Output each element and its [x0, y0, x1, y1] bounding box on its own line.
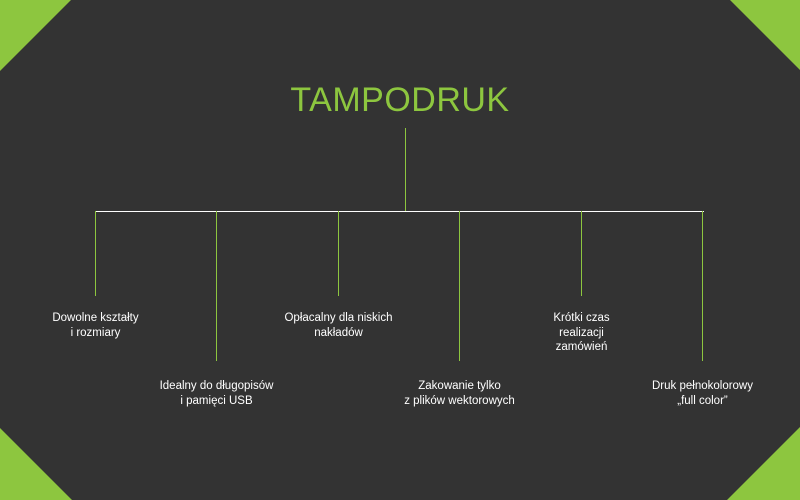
branch-label-line: Opłacalny dla niskich	[284, 312, 393, 324]
branch-label-line: Zakowanie tylko	[418, 380, 501, 392]
root-connector	[405, 128, 406, 211]
branch-label: Krótki czas realizacji zamówień	[492, 311, 672, 355]
branch-label: Zakowanie tylko z plików wektorowych	[370, 379, 550, 408]
corner-triangle-bottom-left	[0, 428, 72, 500]
branch-label-line: Idealny do długopisów	[159, 380, 274, 392]
branch-label-line: nakładów	[314, 326, 363, 339]
corner-triangle-top-left	[0, 0, 71, 71]
branch-label-line: Druk pełnokolorowy	[652, 380, 753, 392]
branch-connector	[95, 211, 96, 296]
branch-connector	[459, 211, 460, 361]
branch-label-line: i pamięci USB	[180, 394, 253, 407]
branch-label-line: Dowolne kształty	[52, 312, 139, 324]
diagram-title: TAMPODRUK	[290, 81, 510, 119]
corner-triangle-top-right	[730, 0, 800, 70]
branch-label: Idealny do długopisów i pamięci USB	[127, 379, 307, 408]
branch-label-line: „full color”	[677, 394, 728, 407]
branch-label-line: i rozmiary	[70, 326, 121, 339]
corner-triangle-bottom-right	[727, 427, 800, 500]
branch-connector	[338, 211, 339, 296]
branch-label: Dowolne kształty i rozmiary	[6, 311, 186, 340]
branch-connector	[216, 211, 217, 361]
branch-label: Druk pełnokolorowy „full color”	[613, 379, 793, 408]
branch-label-line: Krótki czas	[553, 312, 610, 324]
horizontal-connector	[95, 211, 704, 212]
branch-connector	[702, 211, 703, 361]
branch-label-line: zamówień	[555, 341, 608, 353]
branch-label-line: z plików wektorowych	[404, 394, 515, 407]
branch-label: Opłacalny dla niskich nakładów	[249, 311, 429, 340]
branch-label-line: realizacji	[559, 326, 604, 339]
branch-connector	[581, 211, 582, 296]
